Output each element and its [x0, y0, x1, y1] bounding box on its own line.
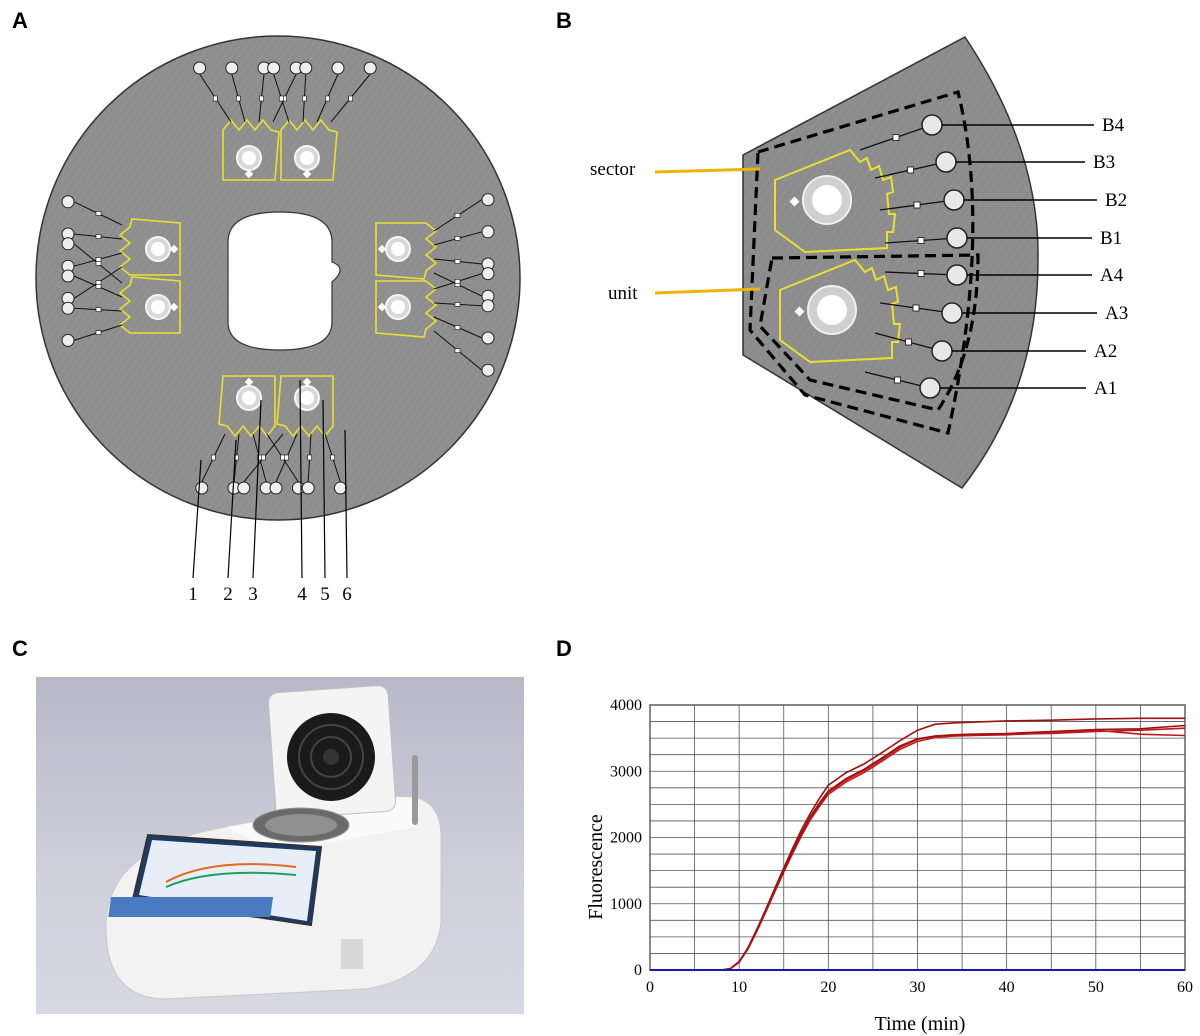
x-axis-label: Time (min) — [875, 1013, 966, 1035]
well — [481, 225, 495, 239]
well-B4 — [921, 114, 943, 136]
well-label-A3: A3 — [1105, 303, 1128, 324]
well — [331, 61, 345, 75]
callout-1 — [192, 459, 202, 579]
well — [61, 301, 75, 315]
unit-callout-line — [654, 287, 761, 295]
unit-label: unit — [608, 283, 638, 304]
well — [225, 61, 239, 75]
unit-6 — [61, 237, 181, 347]
well — [61, 237, 75, 251]
well — [363, 61, 377, 75]
y-tick-label: 2000 — [610, 830, 642, 847]
panel-label-d: D — [556, 636, 572, 661]
well — [195, 481, 209, 495]
well-label-A2: A2 — [1094, 341, 1117, 362]
well-A4 — [946, 264, 968, 286]
well-label-A4: A4 — [1100, 265, 1124, 286]
unit-b — [774, 148, 897, 254]
well — [237, 481, 251, 495]
unit-8 — [237, 375, 347, 495]
y-tick-label: 4000 — [610, 697, 642, 714]
panel-label-a: A — [12, 8, 28, 33]
well — [333, 481, 347, 495]
unit-channels — [774, 114, 1097, 399]
x-tick-label: 10 — [731, 979, 747, 996]
unit-5 — [61, 195, 181, 305]
callout-3 — [252, 399, 262, 579]
well-label-B3: B3 — [1093, 152, 1115, 173]
y-axis-label: Fluorescence — [585, 814, 607, 920]
unit-1 — [193, 61, 303, 181]
well — [481, 299, 495, 313]
units-layer — [61, 61, 495, 495]
well-label-B1: B1 — [1100, 228, 1122, 249]
well — [481, 331, 495, 345]
well-B1 — [946, 227, 968, 249]
y-tick-label: 0 — [634, 962, 642, 979]
number-label-6: 6 — [342, 584, 352, 605]
sector-callout-line — [654, 167, 761, 174]
instrument-antenna — [412, 755, 418, 825]
callout-2 — [227, 439, 237, 579]
well-A3 — [941, 302, 963, 324]
well — [193, 61, 207, 75]
center-hole — [227, 211, 341, 351]
well-B2 — [943, 189, 965, 211]
well — [269, 481, 283, 495]
well — [61, 269, 75, 283]
callout-4 — [299, 379, 303, 579]
well-label-A1: A1 — [1094, 378, 1117, 399]
y-tick-label: 3000 — [610, 763, 642, 780]
well — [301, 481, 315, 495]
panel-label-b: B — [556, 8, 572, 33]
x-tick-label: 0 — [646, 979, 654, 996]
side-vent — [341, 939, 363, 969]
number-label-4: 4 — [297, 584, 307, 605]
sector-wedge — [742, 36, 1039, 489]
well-label-B4: B4 — [1102, 115, 1125, 136]
x-tick-label: 30 — [910, 979, 926, 996]
unit-2 — [267, 61, 377, 181]
y-tick-label: 1000 — [610, 896, 642, 913]
unit-3 — [375, 193, 495, 303]
well — [481, 267, 495, 281]
amplification-curve-4 — [650, 724, 1186, 971]
unit-a — [779, 258, 902, 364]
callout-5 — [322, 399, 326, 579]
well — [61, 333, 75, 347]
unit-7 — [195, 375, 305, 495]
number-label-1: 1 — [188, 584, 198, 605]
disc-diagram: 1 2 3 4 5 6 — [35, 35, 521, 605]
well-A1 — [919, 377, 941, 399]
well — [299, 61, 313, 75]
unit-4 — [375, 267, 495, 377]
x-tick-label: 20 — [820, 979, 836, 996]
x-tick-label: 40 — [999, 979, 1015, 996]
well — [481, 193, 495, 207]
fluorescence-chart: 0 10 20 30 40 50 60 0 1000 2000 3000 4000 Time (min… — [585, 697, 1193, 1035]
number-label-2: 2 — [223, 584, 233, 605]
callout-6 — [344, 429, 348, 579]
unit-outline — [758, 253, 980, 412]
well — [267, 61, 281, 75]
callout-lines — [192, 379, 348, 579]
well-A2 — [931, 340, 953, 362]
well-B3 — [935, 151, 957, 173]
well — [481, 363, 495, 377]
instrument-photo — [36, 677, 524, 1014]
well — [61, 195, 75, 209]
panel-label-c: C — [12, 636, 28, 661]
well-label-B2: B2 — [1105, 190, 1127, 211]
x-tick-label: 60 — [1177, 979, 1193, 996]
x-tick-label: 50 — [1088, 979, 1104, 996]
number-label-3: 3 — [248, 584, 258, 605]
number-label-5: 5 — [320, 584, 330, 605]
sector-label: sector — [590, 159, 636, 180]
